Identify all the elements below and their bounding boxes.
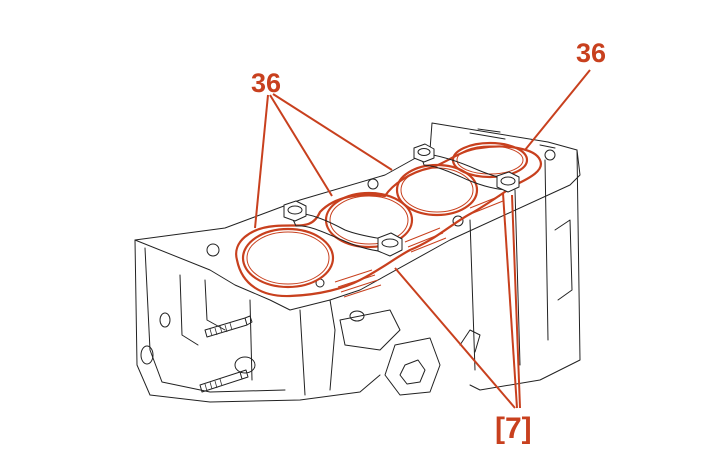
- leader-36-left-c: [272, 93, 393, 171]
- leader-36-left-b: [269, 94, 333, 197]
- leader-7-a: [394, 267, 516, 409]
- bolt-head-1: [283, 200, 307, 222]
- gasket-ribs-front: [334, 269, 382, 298]
- block-rib-2: [204, 279, 226, 331]
- bolt-clamps: [283, 143, 520, 257]
- gasket-bore-3: [395, 163, 479, 217]
- gasket-bore-1-inner: [246, 231, 330, 285]
- block-right-rib-3: [469, 219, 476, 371]
- bracket: [384, 337, 441, 396]
- stud-lower: [199, 369, 249, 393]
- gasket-bore-2-inner: [329, 195, 409, 245]
- block-right-rib-4: [554, 219, 573, 301]
- rear-slots: [469, 128, 556, 149]
- hex-plug: [399, 359, 426, 385]
- block-rib-4: [299, 309, 306, 396]
- gasket-ribs-rear: [469, 195, 504, 214]
- block-rib-1: [179, 274, 199, 346]
- gasket-bore-4-inner: [456, 145, 524, 175]
- deck-hole-2: [367, 178, 379, 190]
- bolt-head-2: [377, 232, 403, 257]
- block-right-rib-1: [544, 159, 549, 341]
- deck-hole-1: [206, 243, 220, 257]
- deck-hole-4: [544, 149, 556, 161]
- gasket-bore-3-inner: [400, 167, 474, 213]
- side-tube: [459, 329, 481, 353]
- mount-hole: [349, 310, 365, 322]
- block-rib-3: [249, 299, 253, 381]
- front-boss-2: [234, 356, 256, 374]
- leader-7-c: [511, 194, 521, 409]
- front-boss-1: [140, 345, 154, 365]
- leader-36-right: [524, 69, 591, 151]
- gasket-bore-2: [324, 191, 414, 249]
- block-right-rib-2: [514, 189, 521, 366]
- block-rib-5: [329, 299, 336, 391]
- gasket-bore-1: [241, 227, 335, 289]
- gasket-ribs-mid: [404, 227, 447, 253]
- bolt-head-3: [413, 143, 435, 163]
- deck-hole-3: [452, 215, 464, 227]
- callout-36-gasket-right: 36: [576, 38, 607, 68]
- block-right-face: [469, 149, 581, 391]
- engine-block: [134, 122, 581, 403]
- head-gasket: [235, 141, 543, 298]
- block-front-rim: [144, 247, 286, 393]
- gasket-bore-4: [451, 141, 529, 179]
- callout-36-gasket-left: 36: [251, 68, 282, 98]
- callout-7-bolts: [7]: [495, 412, 532, 445]
- stud-upper: [204, 315, 253, 338]
- front-boss-3: [159, 312, 171, 328]
- stud-lower-thread: [204, 378, 223, 392]
- bolt-head-4: [496, 171, 520, 193]
- oil-filter-mount: [339, 309, 401, 351]
- block-front-face: [134, 239, 381, 403]
- stud-upper-thread: [209, 322, 233, 337]
- leader-lines: [254, 69, 591, 409]
- leader-7-b: [502, 192, 518, 409]
- leader-36-left-a: [254, 94, 269, 229]
